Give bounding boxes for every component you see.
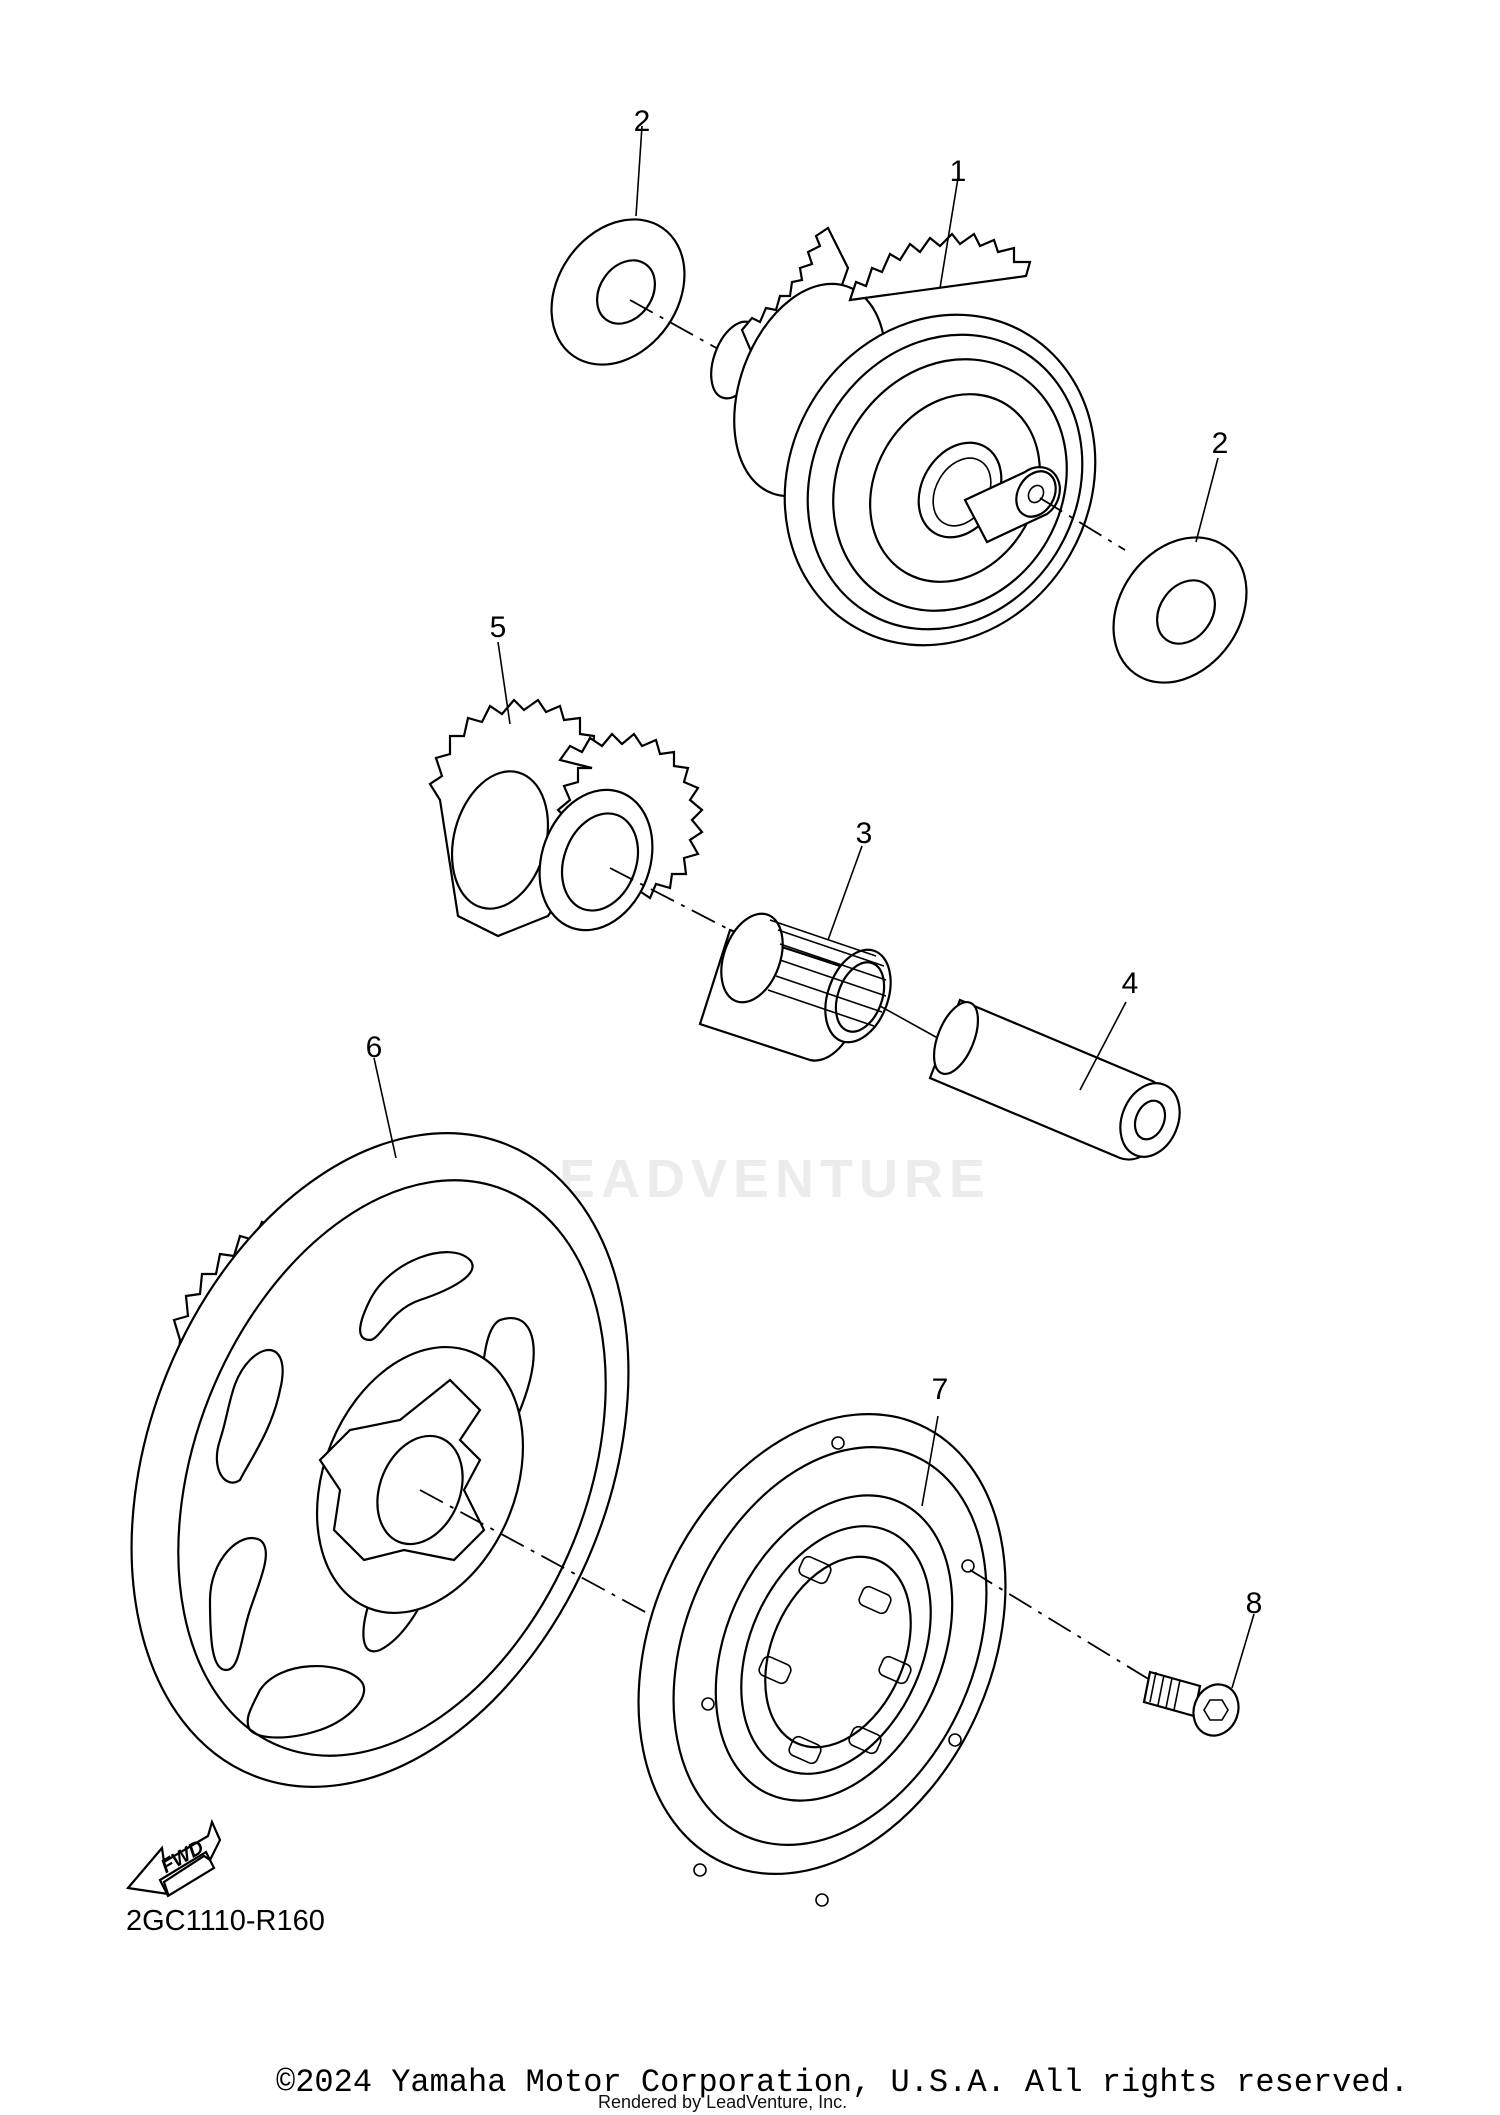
callout-1: 1	[949, 155, 967, 188]
washer-lower[interactable]	[1086, 457, 1274, 708]
callout-8: 8	[1245, 1587, 1263, 1620]
starter-wheel-gear[interactable]	[39, 1057, 720, 1861]
fwd-arrow-icon	[125, 1818, 222, 1898]
callout-6: 6	[365, 1031, 383, 1064]
callout-4: 4	[1121, 967, 1139, 1000]
diagram-code: 2GC1110-R160	[126, 1905, 325, 1937]
needle-bearing[interactable]	[698, 845, 953, 1062]
idle-gear-shaft[interactable]	[925, 996, 1190, 1166]
rendered-by-credit: Rendered by LeadVenture, Inc.	[598, 2092, 848, 2112]
copyright-notice: ©2024 Yamaha Motor Corporation, U.S.A. A…	[276, 2064, 1409, 2101]
bolt[interactable]	[1142, 1613, 1255, 1742]
callout-2-lower: 2	[1211, 427, 1229, 460]
one-way-clutch[interactable]	[569, 1356, 1151, 1933]
starter-idle-gear-assembly[interactable]	[629, 177, 1155, 702]
idle-gear[interactable]	[428, 641, 731, 946]
callout-2-upper: 2	[633, 105, 651, 138]
callout-3: 3	[855, 817, 873, 850]
watermark-text: LEADVENTURE	[520, 1149, 992, 1209]
callout-7: 7	[931, 1373, 949, 1406]
washer-upper[interactable]	[524, 125, 712, 390]
callout-5: 5	[489, 611, 507, 644]
